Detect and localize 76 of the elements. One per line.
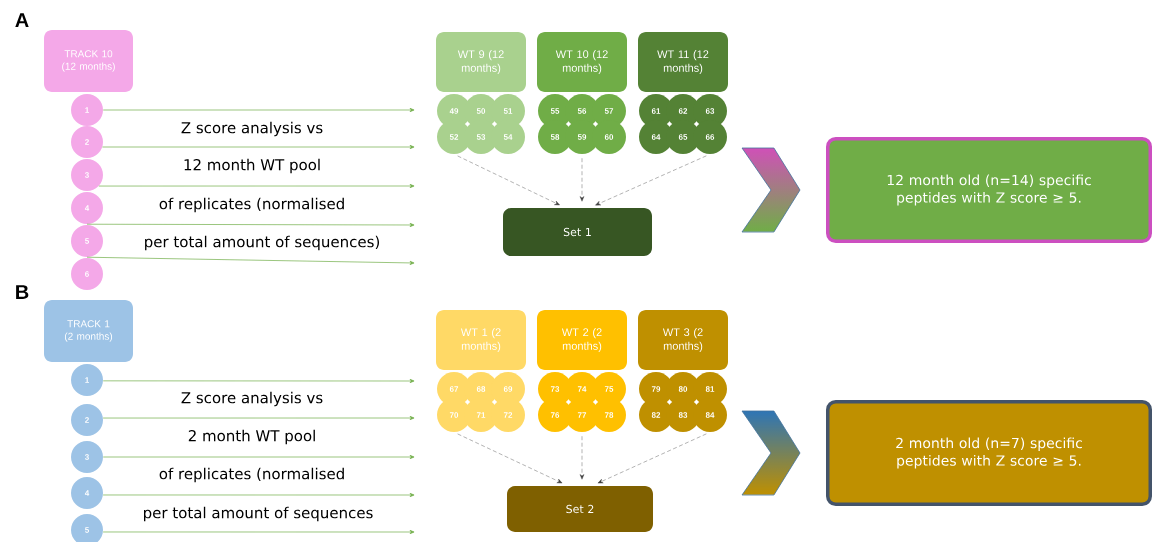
node-label: 76 — [550, 412, 560, 418]
node-label: 62 — [678, 108, 688, 114]
node-label: 65 — [678, 134, 688, 140]
annotation-text: Z score analysis vs — [181, 391, 323, 407]
chevron-arrow — [741, 410, 801, 496]
node-label: 69 — [503, 386, 513, 392]
node-label: 80 — [678, 386, 688, 392]
annotation-text: per total amount of sequences) — [145, 235, 379, 251]
sample-box: WT 9 (12 months) — [436, 32, 526, 92]
node-label: 73 — [550, 386, 560, 392]
sample-box: WT 10 (12 months) — [537, 32, 627, 92]
node-label: 49 — [449, 108, 459, 114]
arrow — [102, 529, 415, 535]
node-label: 78 — [604, 412, 614, 418]
node-label: 77 — [577, 412, 587, 418]
panel-letter: A — [15, 13, 29, 27]
set-box: Set 1 — [503, 208, 652, 256]
sample-box: WT 1 (2 months) — [436, 310, 526, 370]
node-label: 75 — [604, 386, 614, 392]
sample-box: WT 11 (12 months) — [638, 32, 728, 92]
node-label: 67 — [449, 386, 459, 392]
annotation-text: Z score analysis vs — [181, 121, 323, 137]
arrow — [86, 222, 415, 228]
arrow — [102, 107, 415, 113]
set-box: Set 2 — [507, 486, 653, 532]
dashed-arrow — [457, 155, 560, 206]
node-label: 81 — [705, 386, 715, 392]
node-label: 53 — [476, 134, 486, 140]
node-label: 58 — [550, 134, 560, 140]
node-label: 71 — [476, 412, 486, 418]
sample-box: WT 2 (2 months) — [537, 310, 627, 370]
node-label: 61 — [651, 108, 661, 114]
annotation-text: of replicates (normalised — [159, 467, 344, 483]
arrow — [86, 256, 415, 265]
node-label: 72 — [503, 412, 513, 418]
node-label: 66 — [705, 134, 715, 140]
node-label: 50 — [476, 108, 486, 114]
dashed-arrow — [457, 433, 563, 484]
node-label: 74 — [577, 386, 587, 392]
dashed-arrow — [595, 155, 707, 206]
node-label: 51 — [503, 108, 513, 114]
result-box: 12 month old (n=14) specific peptides with Z score ≥ 5. — [826, 137, 1152, 243]
annotation-text: of replicates (normalised — [159, 197, 344, 213]
annotation-text: per total amount of sequences — [144, 506, 373, 522]
node-label: 52 — [449, 134, 459, 140]
node-label: 59 — [577, 134, 587, 140]
node-label: 60 — [604, 134, 614, 140]
arrow — [98, 183, 415, 189]
arrow — [102, 415, 415, 421]
panel-letter: B — [16, 285, 29, 299]
track-box: TRACK 1 (2 months) — [44, 300, 133, 362]
node-label: 57 — [604, 108, 614, 114]
dashed-arrow — [579, 436, 585, 480]
track-box: TRACK 10 (12 months) — [44, 30, 133, 92]
arrow — [102, 492, 415, 498]
node-label: 63 — [705, 108, 715, 114]
node-label: 55 — [550, 108, 560, 114]
dashed-arrow — [597, 433, 707, 484]
node-label: 64 — [651, 134, 661, 140]
node-label: 83 — [678, 412, 688, 418]
node-label: 56 — [577, 108, 587, 114]
annotation-text: 12 month WT pool — [184, 158, 320, 174]
chevron-arrow — [741, 147, 801, 233]
result-box: 2 month old (n=7) specific peptides with Z score ≥ 5. — [826, 400, 1152, 506]
annotation-text: 2 month WT pool — [188, 429, 315, 445]
node-label: 54 — [503, 134, 513, 140]
arrow — [102, 454, 415, 460]
node-label: 79 — [651, 386, 661, 392]
arrow — [102, 144, 415, 150]
dashed-arrow — [579, 158, 585, 202]
node-label: 84 — [705, 412, 715, 418]
node-label: 82 — [651, 412, 661, 418]
sample-box: WT 3 (2 months) — [638, 310, 728, 370]
node-label: 70 — [449, 412, 459, 418]
node-label: 68 — [476, 386, 486, 392]
arrow — [102, 378, 415, 384]
